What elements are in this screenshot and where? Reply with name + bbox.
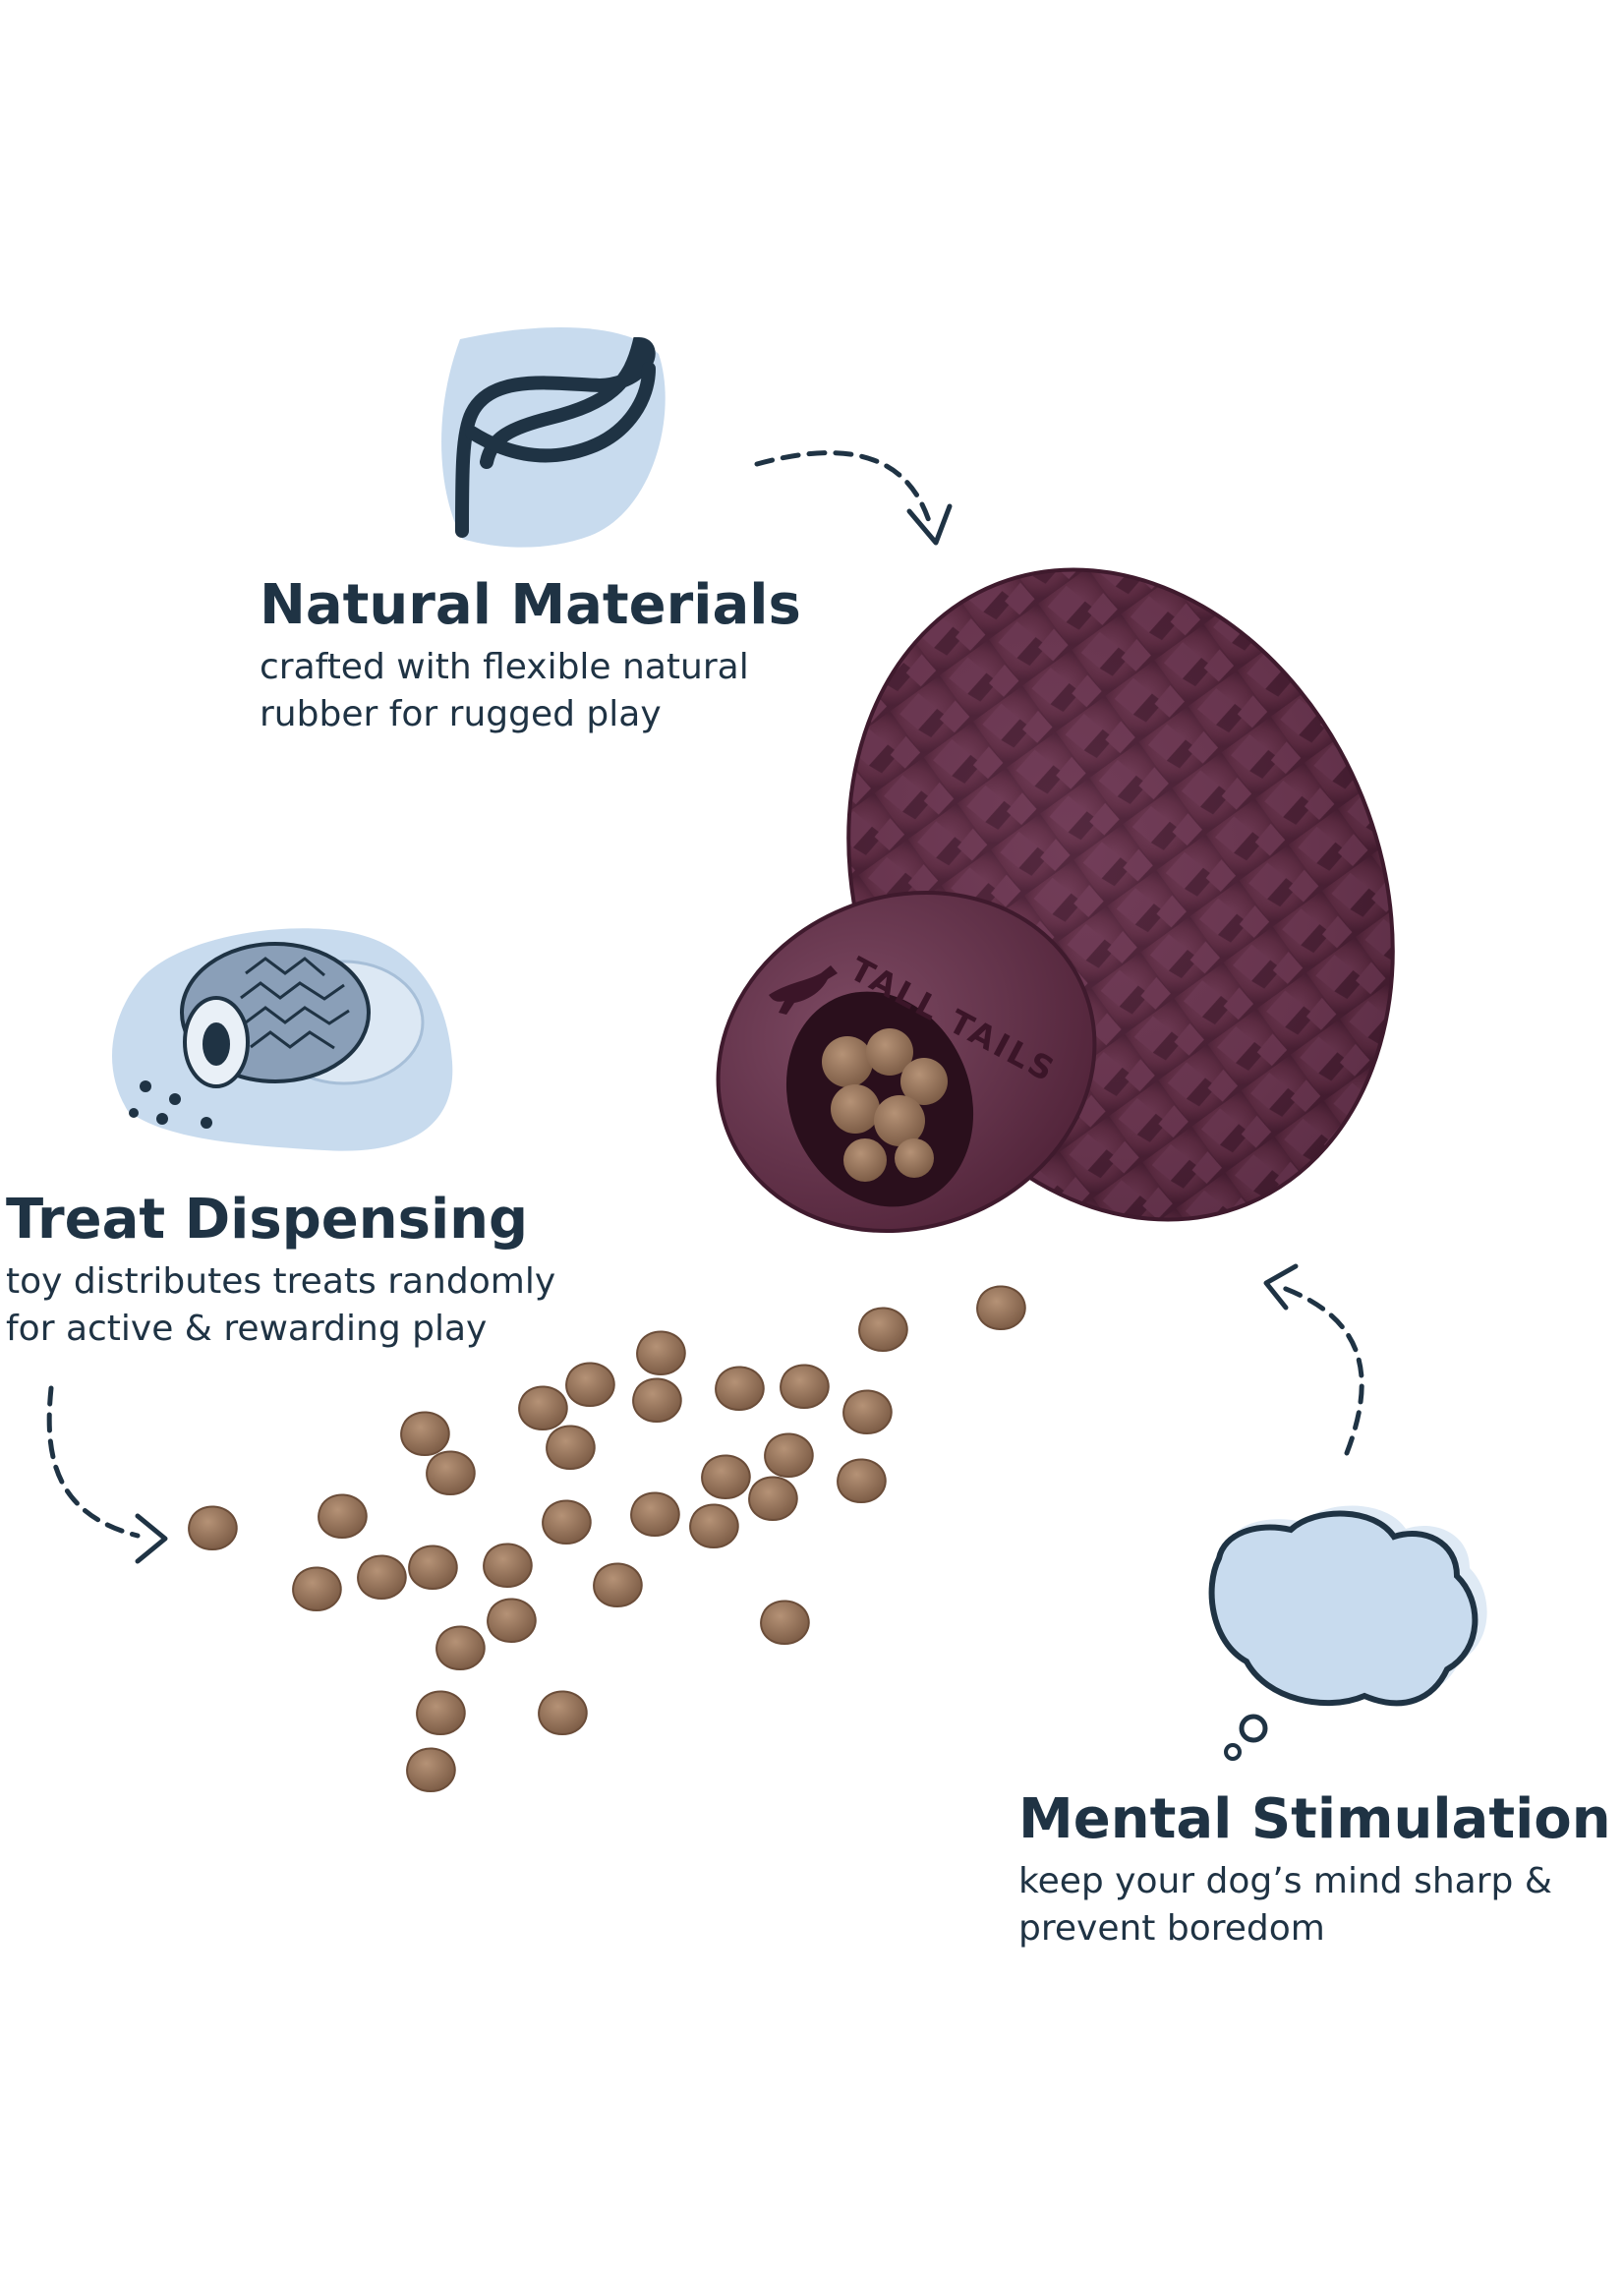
feature-description-treat: toy distributes treats randomly for acti…	[6, 1261, 556, 1349]
dashed-arrow-treat	[46, 1385, 168, 1564]
treats-inside-toy	[822, 1028, 948, 1182]
dashed-arrow-natural	[754, 450, 953, 546]
leaf-icon	[441, 327, 666, 548]
feature-description-natural: crafted with flexible natural rubber for…	[260, 647, 749, 734]
feature-natural-materials: Natural Materials crafted with flexible …	[260, 573, 869, 738]
feature-treat-dispensing: Treat Dispensing toy distributes treats …	[6, 1188, 615, 1353]
feature-title-mental: Mental Stimulation	[1018, 1787, 1611, 1851]
thought-bubble-icon	[1208, 1505, 1487, 1761]
dashed-arrow-mental	[1263, 1263, 1364, 1456]
scattered-treats	[188, 1285, 1026, 1793]
toy-product-image: TALL TAILS	[716, 567, 1395, 1234]
feature-description-mental: keep your dog’s mind sharp & prevent bor…	[1018, 1861, 1552, 1949]
feature-mental-stimulation: Mental Stimulation keep your dog’s mind …	[1018, 1787, 1611, 1953]
brand-dog-logo	[769, 965, 838, 1015]
feature-title-treat: Treat Dispensing	[6, 1188, 529, 1252]
feature-title-natural: Natural Materials	[260, 573, 801, 637]
treat-toy-icon	[111, 928, 453, 1151]
